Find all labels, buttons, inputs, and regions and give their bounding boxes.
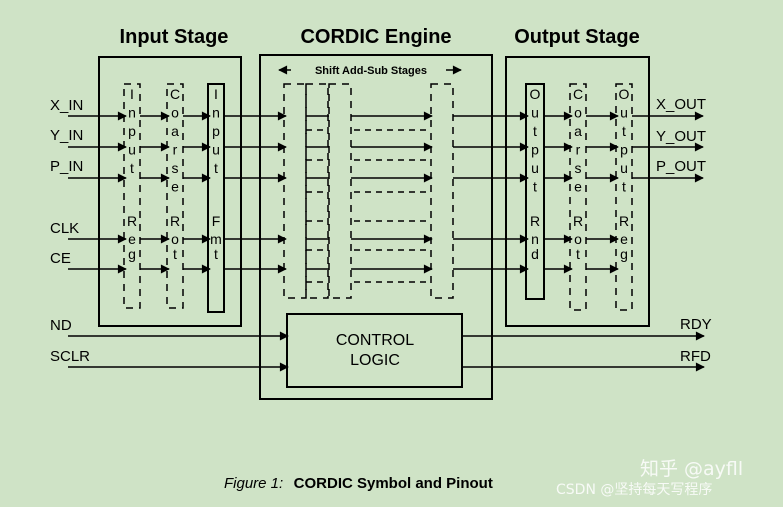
output-reg-bottom-letter: e <box>620 231 628 247</box>
output-reg-top-letter: t <box>622 123 626 139</box>
output-stage-title: Output Stage <box>514 26 640 48</box>
input-reg-top-letter: p <box>128 123 136 139</box>
signal-lines <box>68 111 705 372</box>
pin-y-in: Y_IN <box>50 127 83 144</box>
pin-ce: CE <box>50 250 71 267</box>
input-coarse-rot-top-letter: a <box>171 123 179 139</box>
csdn-watermark: CSDN @坚持每天写程序 <box>556 482 712 498</box>
output-reg-block <box>615 83 633 311</box>
input-fmt-bottom-letter: F <box>212 213 221 229</box>
caption-prefix: Figure 1: <box>224 475 283 492</box>
engine-stage-n <box>430 83 454 299</box>
input-fmt-top-letter: p <box>212 123 220 139</box>
output-coarse-rot-top-letter: e <box>574 179 582 195</box>
pin-y-out: Y_OUT <box>656 128 706 145</box>
output-rnd-top-letter: u <box>531 105 539 121</box>
pin-rfd: RFD <box>680 348 711 365</box>
output-pins: X_OUT Y_OUT P_OUT RDY RFD <box>656 96 712 365</box>
pin-x-out: X_OUT <box>656 96 706 113</box>
input-coarse-rot-block <box>166 83 184 309</box>
engine-stage-1 <box>283 83 307 299</box>
input-fmt-top-letter: u <box>212 142 220 158</box>
output-rnd-bottom-letter: d <box>531 246 539 262</box>
output-coarse-rot-bottom-letter: t <box>576 246 580 262</box>
input-stage-title: Input Stage <box>120 26 229 48</box>
pin-x-in: X_IN <box>50 97 83 114</box>
input-reg-top-letter: u <box>128 142 136 158</box>
output-reg-bottom-letter: R <box>619 213 629 229</box>
output-rnd-block <box>525 83 545 300</box>
input-pins: X_IN Y_IN P_IN CLK CE ND SCLR <box>50 97 90 365</box>
input-coarse-rot-top-letter: C <box>170 86 180 102</box>
input-reg-top-letter: I <box>130 86 134 102</box>
output-rnd-bottom-letter: n <box>531 231 539 247</box>
shift-stages-label: Shift Add-Sub Stages <box>315 65 427 77</box>
output-reg-top-letter: O <box>619 86 630 102</box>
input-reg-block <box>123 83 141 309</box>
output-reg-top-letter: p <box>620 142 628 158</box>
input-fmt-top-letter: I <box>214 86 218 102</box>
output-coarse-rot-top-letter: s <box>575 160 582 176</box>
output-rnd-top-letter: u <box>531 160 539 176</box>
input-coarse-rot-top-letter: e <box>171 179 179 195</box>
input-fmt-top-letter: n <box>212 105 220 121</box>
pin-nd: ND <box>50 317 72 334</box>
pin-sclr: SCLR <box>50 348 90 365</box>
control-logic-line2: LOGIC <box>350 352 400 369</box>
cordic-engine-title: CORDIC Engine <box>300 26 451 48</box>
output-reg-top-letter: t <box>622 179 626 195</box>
output-coarse-rot-bottom-letter: o <box>574 231 582 247</box>
input-reg-bottom-letter: R <box>127 213 137 229</box>
output-coarse-rot-top-letter: o <box>574 105 582 121</box>
input-coarse-rot-top-letter: o <box>171 105 179 121</box>
input-reg-bottom-letter: e <box>128 231 136 247</box>
zhihu-watermark: 知乎 @ayfll <box>640 458 743 480</box>
output-rnd-top-letter: t <box>533 179 537 195</box>
output-rnd-top-letter: p <box>531 142 539 158</box>
output-rnd-top-letter: O <box>530 86 541 102</box>
engine-stage-2 <box>305 83 329 299</box>
input-coarse-rot-bottom-letter: o <box>171 231 179 247</box>
output-rnd-top-letter: t <box>533 123 537 139</box>
output-rnd-bottom-letter: R <box>530 213 540 229</box>
input-reg-top-letter: n <box>128 105 136 121</box>
input-coarse-rot-bottom-letter: R <box>170 213 180 229</box>
pin-clk: CLK <box>50 220 79 237</box>
output-reg-top-letter: u <box>620 160 628 176</box>
cordic-engine-box <box>259 54 493 400</box>
caption-title: CORDIC Symbol and Pinout <box>294 475 493 492</box>
input-coarse-rot-top-letter: s <box>172 160 179 176</box>
output-coarse-rot-top-letter: r <box>576 142 581 158</box>
input-reg-bottom-letter: g <box>128 246 136 262</box>
input-fmt-top-letter: t <box>214 160 218 176</box>
pin-p-in: P_IN <box>50 158 83 175</box>
control-logic-box <box>286 313 463 388</box>
engine-stage-3 <box>328 83 352 299</box>
input-coarse-rot-top-letter: r <box>173 142 178 158</box>
input-coarse-rot-bottom-letter: t <box>173 246 177 262</box>
input-fmt-bottom-letter: m <box>210 231 222 247</box>
output-coarse-rot-bottom-letter: R <box>573 213 583 229</box>
output-reg-bottom-letter: g <box>620 246 628 262</box>
input-stage-box <box>98 56 242 327</box>
input-fmt-block <box>207 83 225 313</box>
figure-caption: Figure 1: CORDIC Symbol and Pinout <box>224 475 493 492</box>
pin-rdy: RDY <box>680 316 712 333</box>
pin-p-out: P_OUT <box>656 158 706 175</box>
block-letters: InputRegCoarseRotInputFmtOutputRndCoarse… <box>127 86 630 262</box>
shift-stages-header: Shift Add-Sub Stages <box>278 65 462 77</box>
output-reg-top-letter: u <box>620 105 628 121</box>
engine-links <box>306 129 430 283</box>
output-coarse-rot-top-letter: a <box>574 123 582 139</box>
output-stage-box <box>505 56 650 327</box>
input-fmt-bottom-letter: t <box>214 246 218 262</box>
control-logic-line1: CONTROL <box>336 332 414 349</box>
output-coarse-rot-block <box>569 83 587 311</box>
output-coarse-rot-top-letter: C <box>573 86 583 102</box>
input-reg-top-letter: t <box>130 160 134 176</box>
